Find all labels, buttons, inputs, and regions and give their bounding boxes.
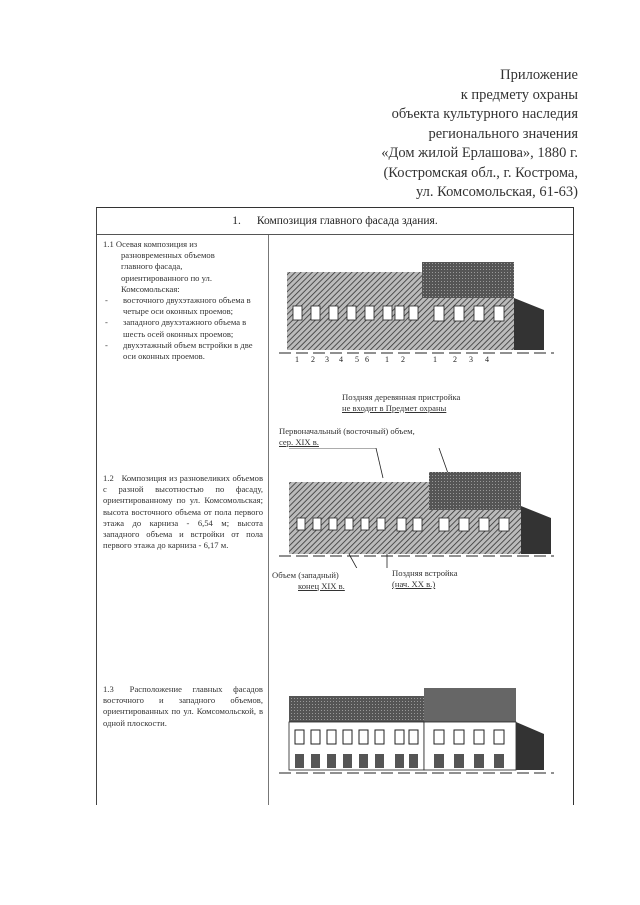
callout-line: Первоначальный (восточный) объем, [279,426,415,436]
row-1-3-text: 1.3 Расположение главных фасадов восточн… [103,684,263,729]
row-intro: Осевая композиция из [115,239,198,249]
callout-line: Поздняя деревянная пристройка [342,392,461,402]
row-text-line: Комсомольская: [121,283,180,294]
appendix-line: объекта культурного наследия [391,106,578,122]
section-title: Композиция главного фасада здания. [256,215,438,227]
svg-text:1: 1 [385,355,389,364]
row-text-line: ориентированного по ул. [121,272,212,283]
svg-text:5: 5 [355,355,359,364]
callout-line: Поздняя встройка [392,568,458,578]
callout-late-wooden-annex: Поздняя деревянная пристройка не входит … [342,392,460,414]
bullet-text: двухэтажный объем встройки в две оси око… [123,339,253,362]
svg-text:6: 6 [365,355,369,364]
row-number: 1.1 [103,239,114,249]
svg-text:2: 2 [401,355,405,364]
appendix-line: «Дом жилой Ерлашова», 1880 г. [381,145,578,161]
facade-drawing-volumes [279,448,559,568]
callout-late-insert: Поздняя встройка (нач. XX в.) [392,568,458,590]
svg-text:3: 3 [469,355,473,364]
appendix-line: Приложение [500,67,578,83]
appendix-line: (Костромская обл., г. Кострома, [383,164,578,181]
row-text-line: разновременных объемов [121,250,215,261]
row-text-line: главного фасада, [121,261,183,272]
callout-line: не входит в Предмет охраны [342,403,447,413]
callout-western-volume: Объем (западный) конец XIX в. [272,570,345,592]
svg-text:3: 3 [325,355,329,364]
callout-line: сер. XIX в. [279,437,319,447]
row-number: 1.2 [103,473,114,483]
bullet-text: восточного двухэтажного объема в четыре … [123,295,251,317]
callout-line: Объем (западный) [272,570,339,580]
column-divider [268,235,269,805]
svg-text:4: 4 [339,355,343,364]
bullet-item: -западного двухэтажного объема в шесть о… [103,317,263,339]
row-number: 1.3 [103,684,114,694]
callout-line: конец XIX в. [298,581,345,591]
row-description: Композиция из разновеликих объемов с раз… [103,473,263,551]
row-1-1-text: 1.1 Осевая композиция из разновременных … [103,239,263,362]
callout-original-volume: Первоначальный (восточный) объем, сер. X… [279,426,415,448]
row-description: Расположение главных фасадов восточного … [103,684,263,728]
appendix-line: к предмету охраны [460,86,578,103]
appendix-line: регионального значения [428,125,578,142]
facade-composition-table: 1. Композиция главного фасада здания. 1.1… [96,207,574,805]
section-number: 1. [232,215,241,227]
table-header: 1. Композиция главного фасада здания. [97,208,573,235]
appendix-line: ул. Комсомольская, 61-63) [416,184,578,200]
bullet-item: -двухэтажный объем встройки в две оси ок… [103,340,263,362]
appendix-header: Приложение к предмету охраны объекта кул… [381,66,578,203]
svg-text:1: 1 [295,355,299,364]
row-1-2-text: 1.2 Композиция из разновеликих объемов с… [103,473,263,551]
bullet-text: западного двухэтажного объема в шесть ос… [123,317,247,339]
callout-line: (нач. XX в.) [392,579,436,589]
svg-text:2: 2 [311,355,315,364]
facade-drawing-plane [279,686,559,776]
svg-text:1: 1 [433,355,437,364]
svg-text:4: 4 [485,355,489,364]
svg-text:2: 2 [453,355,457,364]
bullet-item: -восточного двухэтажного объема в четыре… [103,295,263,317]
